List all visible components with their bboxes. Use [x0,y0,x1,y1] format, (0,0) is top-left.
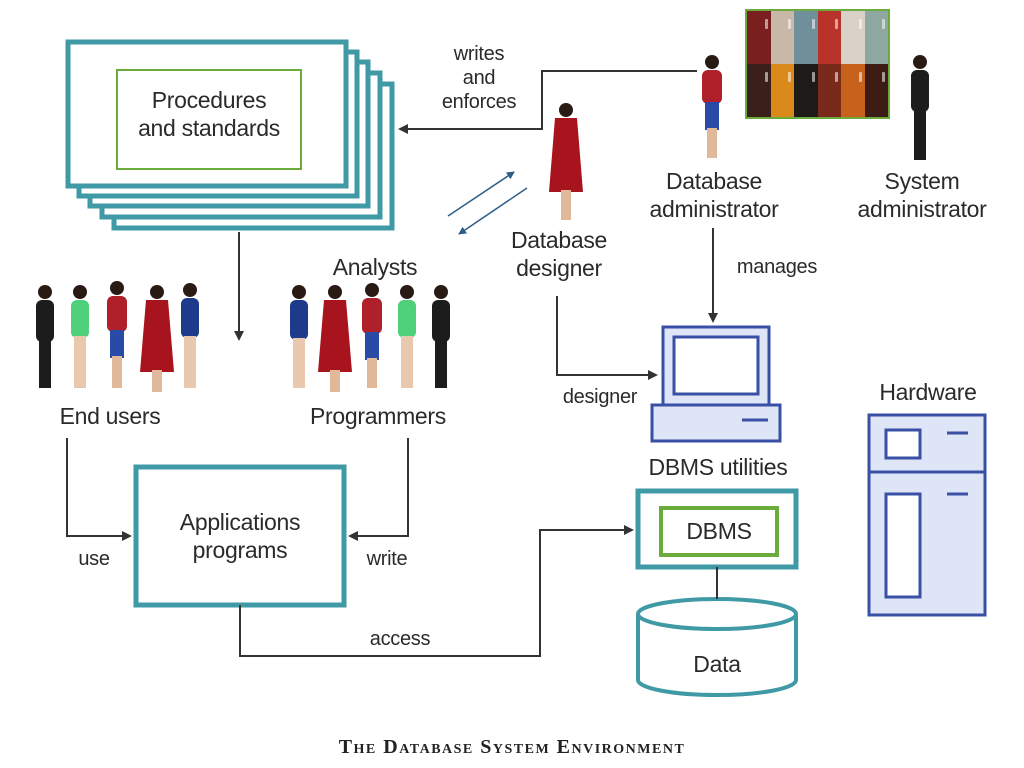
computer-icon [650,325,782,443]
person-icon [107,281,127,388]
person-icon [36,285,54,388]
hardware-label: Hardware [879,379,977,405]
data-label: Data [693,651,741,677]
use-arrow [66,438,132,541]
photo-tile [794,11,818,64]
exchange-arrow-up [447,171,515,217]
diagram-title: The Database System Environment [338,736,686,758]
photo-tile [770,64,794,117]
person-icon [549,103,583,220]
write-arrow [348,438,409,541]
person-icon [71,285,89,388]
photo-tile [817,64,841,117]
photo-tile [747,64,771,117]
person-icon [290,285,308,388]
photo-tile [841,64,865,117]
person-icon [362,283,382,388]
person-icon [140,285,174,392]
write-label: write [366,548,408,570]
person-icon [318,285,352,392]
photo-tile [864,11,888,64]
person-icon [911,55,929,160]
photo-tile [770,11,794,64]
database-designer-label: Database designer [510,227,608,281]
dbms-box [635,488,799,570]
access-arrow [239,525,634,657]
person-icon [702,55,722,158]
photo-tile [841,11,865,64]
designer-label: designer [562,386,638,408]
hardware-icon [867,413,987,617]
end-users-label: End users [59,403,161,429]
writes-enforces-label: writes and enforces [441,43,517,113]
manages-label: manages [736,256,818,278]
programmers-label: Programmers [309,403,446,429]
data-cylinder [636,597,798,697]
photo-tile [747,11,771,64]
person-icon [398,285,416,388]
exchange-arrow-down [458,187,528,235]
procedures-stack [65,39,395,231]
use-label: use [78,548,110,570]
database-administrator-label: Database administrator [649,168,779,222]
analysts-label: Analysts [332,254,418,280]
person-icon [181,283,199,388]
designer-arrow [556,296,658,380]
person-figures [36,55,929,392]
system-administrator-label: System administrator [857,168,987,222]
photo-thumbnail [745,9,890,119]
person-icon [432,285,450,388]
applications-box [133,464,347,608]
photo-tile [794,64,818,117]
access-label: access [369,628,431,650]
applications-label: Applications programs [179,509,301,563]
dbms-utilities-label: DBMS utilities [648,454,788,480]
writes-enforces-arrow [398,70,697,134]
photo-tile [817,11,841,64]
photo-tile [864,64,888,117]
procedures-label: Procedures and standards [138,87,280,141]
dbms-label: DBMS [686,518,752,544]
